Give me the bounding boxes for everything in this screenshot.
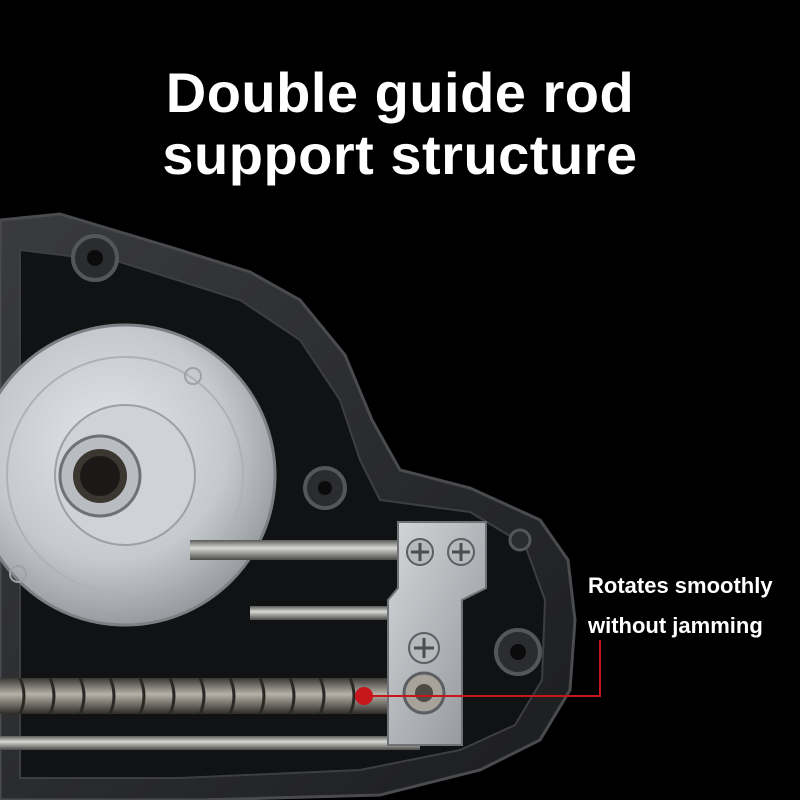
callout-leader-line	[364, 640, 601, 697]
headline: Double guide rod support structure	[0, 62, 800, 186]
headline-line-1: Double guide rod	[165, 61, 635, 124]
headline-line-2: support structure	[162, 123, 638, 186]
callout-marker-dot	[355, 687, 373, 705]
guide-rod-lower	[0, 736, 420, 750]
callout-line-2: without jamming	[588, 613, 763, 638]
callout-text: Rotates smoothly without jamming	[588, 566, 773, 646]
guide-rod-upper	[190, 540, 425, 560]
boss-right-top	[508, 528, 532, 552]
lead-screw	[0, 678, 400, 714]
lead-screw-threads	[18, 677, 356, 715]
callout-line-1: Rotates smoothly	[588, 573, 773, 598]
